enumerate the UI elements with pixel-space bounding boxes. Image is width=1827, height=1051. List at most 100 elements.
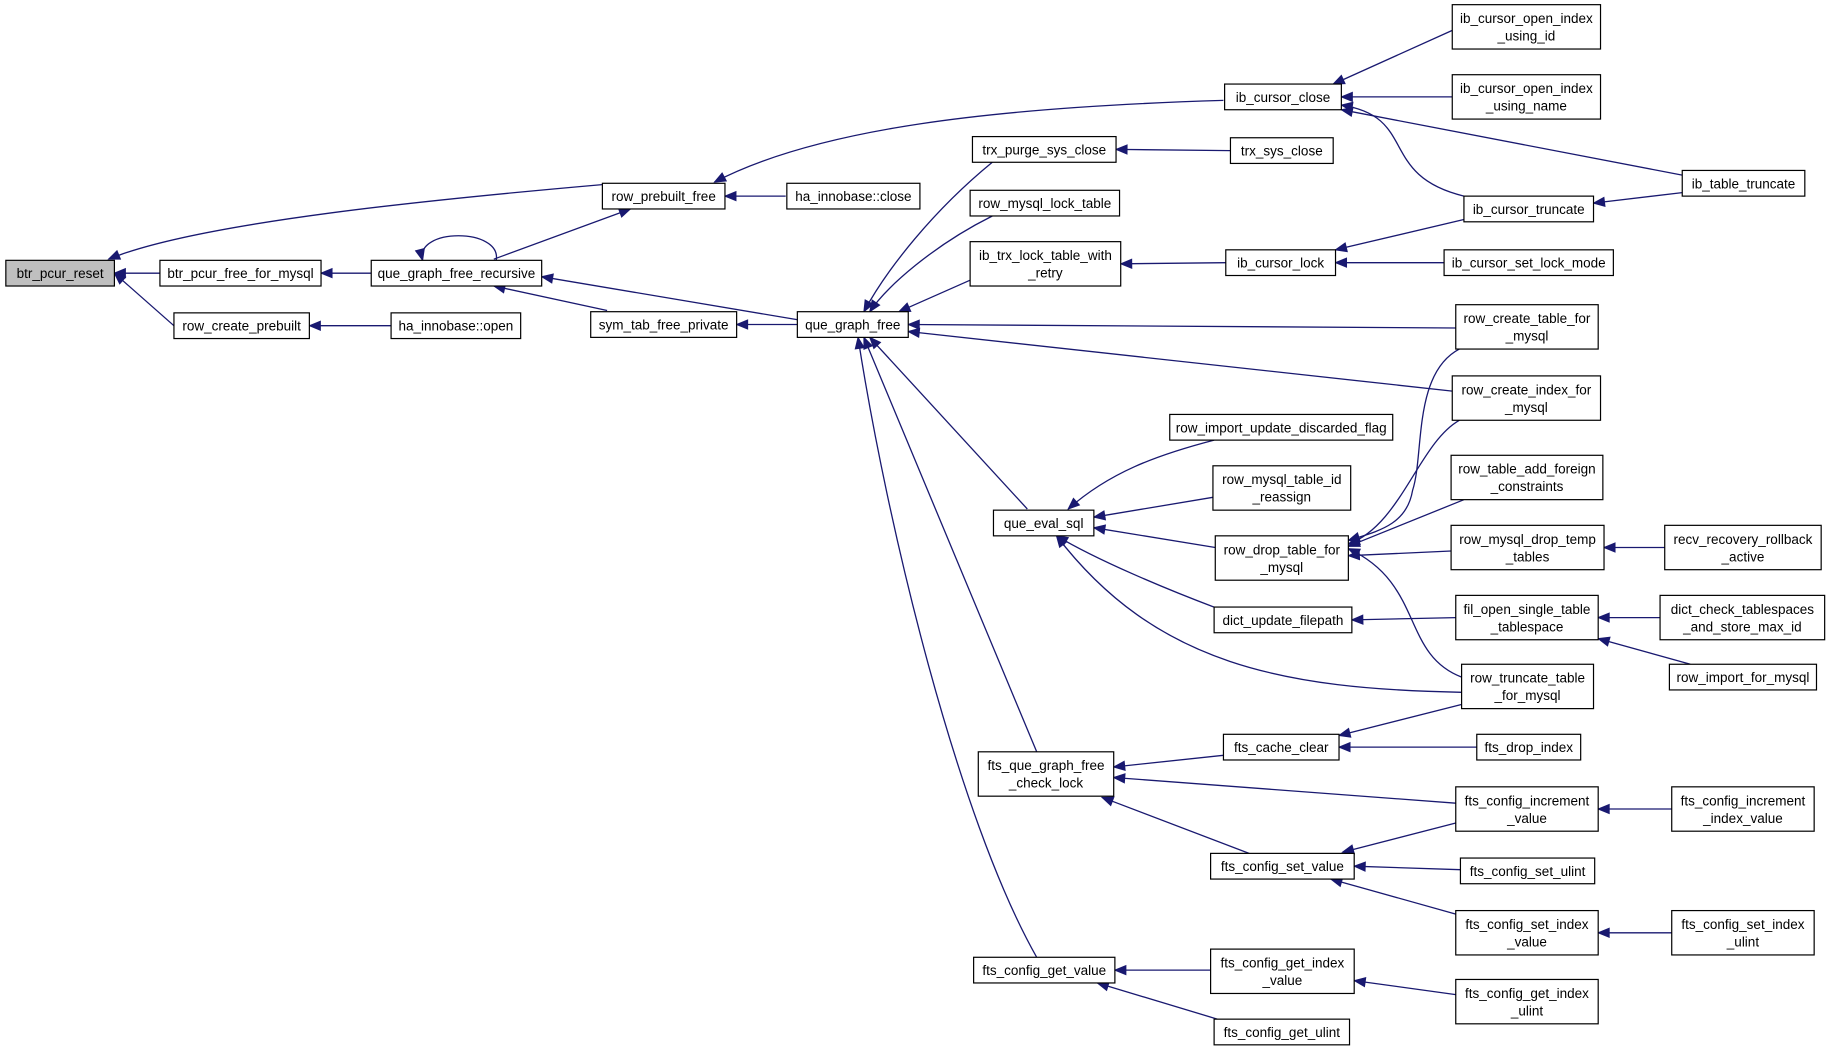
node-ib_cursor_open_index_using_id[interactable]: ib_cursor_open_index_using_id [1451, 4, 1602, 50]
node-fts_config_set_ulint[interactable]: fts_config_set_ulint [1459, 857, 1596, 885]
node-label: fts_config_set_index [1681, 917, 1804, 932]
node-que_graph_free[interactable]: que_graph_free [796, 311, 909, 338]
node-dict_update_filepath[interactable]: dict_update_filepath [1213, 606, 1353, 634]
node-row_mysql_table_id_reassign[interactable]: row_mysql_table_id_reassign [1212, 465, 1352, 511]
node-box [159, 259, 322, 287]
node-row_prebuilt_free[interactable]: row_prebuilt_free [601, 182, 726, 210]
arrowhead [1596, 612, 1610, 623]
node-label: dict_check_tablespaces [1671, 602, 1815, 617]
node-box [1459, 857, 1596, 885]
node-label: fts_drop_index [1484, 740, 1573, 755]
arrowhead [1347, 548, 1362, 559]
edge-row_truncate_table_for_mysql-to-fts_cache_clear [1338, 703, 1465, 737]
node-row_mysql_lock_table[interactable]: row_mysql_lock_table [969, 189, 1121, 217]
node-fts_config_get_value[interactable]: fts_config_get_value [973, 956, 1116, 984]
node-trx_purge_sys_close[interactable]: trx_purge_sys_close [971, 135, 1117, 163]
arrowhead [1596, 636, 1611, 647]
node-label: recv_recovery_rollback [1674, 532, 1813, 547]
node-label: _ulint [1510, 1003, 1544, 1018]
edge-trx_sys_close-to-trx_purge_sys_close [1115, 148, 1231, 152]
node-ib_cursor_close[interactable]: ib_cursor_close [1224, 83, 1342, 111]
node-fts_config_increment_value[interactable]: fts_config_increment_value [1455, 786, 1599, 832]
node-box [1451, 74, 1602, 120]
node-fts_config_get_index_value[interactable]: fts_config_get_index_value [1210, 948, 1355, 995]
arrowhead [1340, 91, 1353, 103]
node-row_create_index_for_mysql[interactable]: row_create_index_for_mysql [1451, 375, 1602, 421]
node-fts_drop_index[interactable]: fts_drop_index [1476, 733, 1582, 761]
node-label: _value [1506, 935, 1547, 950]
edge-ib_cursor_lock-to-ib_trx_lock_table_with_retry [1120, 262, 1226, 265]
node-ib_cursor_set_lock_mode[interactable]: ib_cursor_set_lock_mode [1443, 249, 1614, 277]
arrowhead [1112, 760, 1126, 771]
node-sym_tab_free_private[interactable]: sym_tab_free_private [590, 311, 738, 338]
node-fts_config_increment_index_value[interactable]: fts_config_increment_index_value [1671, 786, 1815, 832]
node-box [1229, 137, 1334, 165]
node-ib_table_truncate[interactable]: ib_table_truncate [1681, 169, 1806, 197]
arrowhead [1334, 257, 1348, 268]
edge-row_drop_table_for_mysql-to-que_eval_sql [1093, 527, 1216, 549]
node-label: fil_open_single_table [1464, 602, 1591, 617]
node-box [1450, 454, 1604, 501]
node-que_eval_sql[interactable]: que_eval_sql [992, 509, 1095, 537]
node-ib_cursor_truncate[interactable]: ib_cursor_truncate [1463, 195, 1595, 223]
node-label: ib_cursor_close [1236, 90, 1331, 105]
node-que_graph_free_recursive[interactable]: que_graph_free_recursive [370, 259, 543, 287]
node-box [969, 241, 1122, 287]
edge-row_prebuilt_free-to-btr_pcur_reset [108, 183, 604, 260]
node-label: que_graph_free [805, 318, 900, 333]
node-ha_innobase_close[interactable]: ha_innobase::close [786, 182, 921, 210]
node-ha_innobase_open[interactable]: ha_innobase::open [390, 312, 522, 340]
node-ib_cursor_lock[interactable]: ib_cursor_lock [1225, 249, 1337, 277]
node-ib_cursor_open_index_using_name[interactable]: ib_cursor_open_index_using_name [1451, 74, 1602, 120]
node-box [786, 182, 921, 210]
arrowhead [1596, 803, 1610, 815]
node-row_truncate_table_for_mysql[interactable]: row_truncate_table_for_mysql [1460, 663, 1595, 710]
arrowhead [319, 267, 333, 279]
node-label: row_mysql_drop_temp [1459, 532, 1596, 547]
node-trx_sys_close[interactable]: trx_sys_close [1229, 137, 1334, 165]
node-row_import_for_mysql[interactable]: row_import_for_mysql [1668, 663, 1818, 691]
node-row_drop_table_for_mysql[interactable]: row_drop_table_for_mysql [1214, 535, 1349, 581]
node-box [1451, 375, 1602, 421]
node-row_table_add_foreign_constraints[interactable]: row_table_add_foreign_constraints [1450, 454, 1604, 501]
node-fts_cache_clear[interactable]: fts_cache_clear [1222, 733, 1340, 761]
node-fts_config_set_index_value[interactable]: fts_config_set_index_value [1455, 909, 1599, 956]
node-dict_check_tablespaces_and_store_max_id[interactable]: dict_check_tablespaces_and_store_max_id [1659, 594, 1826, 641]
node-fts_config_get_ulint[interactable]: fts_config_get_ulint [1213, 1018, 1351, 1046]
edge-row_create_table_for_mysql-to-row_drop_table_for_mysql [1348, 348, 1460, 542]
node-label: _constraints [1490, 479, 1564, 494]
node-label: _mysql [1259, 560, 1303, 575]
node-box [1222, 733, 1340, 761]
node-label: _value [1506, 811, 1547, 826]
node-label: ib_table_truncate [1692, 176, 1796, 191]
node-label: _tablespace [1490, 619, 1564, 634]
node-fts_que_graph_free_check_lock[interactable]: fts_que_graph_free_check_lock [977, 751, 1115, 797]
node-ib_trx_lock_table_with_retry[interactable]: ib_trx_lock_table_with_retry [969, 241, 1122, 287]
edge-fts_config_set_ulint-to-fts_config_set_value [1354, 865, 1461, 871]
edge-row_create_index_for_mysql-to-que_graph_free [908, 330, 1453, 392]
node-recv_recovery_rollback_active[interactable]: recv_recovery_rollback_active [1664, 524, 1822, 571]
node-row_mysql_drop_temp_tables[interactable]: row_mysql_drop_temp_tables [1450, 524, 1605, 571]
edge-ib_cursor_truncate-to-ib_cursor_close [1341, 104, 1465, 197]
node-label: ha_innobase::close [795, 189, 911, 204]
node-fts_config_get_index_ulint[interactable]: fts_config_get_index_ulint [1455, 978, 1599, 1025]
arrowhead [113, 272, 127, 285]
arrowhead [617, 208, 632, 218]
edge-fts_config_get_value-to-que_graph_free [857, 337, 1038, 958]
node-box [977, 751, 1115, 797]
node-label: dict_update_filepath [1223, 613, 1344, 628]
node-fts_config_set_value[interactable]: fts_config_set_value [1210, 852, 1355, 880]
arrowhead [1113, 964, 1127, 976]
node-fil_open_single_table_tablespace[interactable]: fil_open_single_table _tablespace [1455, 594, 1599, 641]
node-row_import_update_discarded_flag[interactable]: row_import_update_discarded_flag [1169, 413, 1394, 441]
node-btr_pcur_reset[interactable]: btr_pcur_reset [5, 259, 116, 287]
node-btr_pcur_free_for_mysql[interactable]: btr_pcur_free_for_mysql [159, 259, 322, 287]
node-box [1451, 4, 1602, 50]
node-row_create_table_for_mysql[interactable]: row_create_table_for_mysql [1455, 304, 1599, 350]
node-fts_config_set_index_ulint[interactable]: fts_config_set_index_ulint [1671, 909, 1815, 956]
node-row_create_prebuilt[interactable]: row_create_prebuilt [173, 312, 310, 340]
arrowhead [723, 190, 737, 202]
node-box [973, 956, 1116, 984]
node-box [1671, 909, 1815, 956]
node-box [590, 311, 738, 338]
